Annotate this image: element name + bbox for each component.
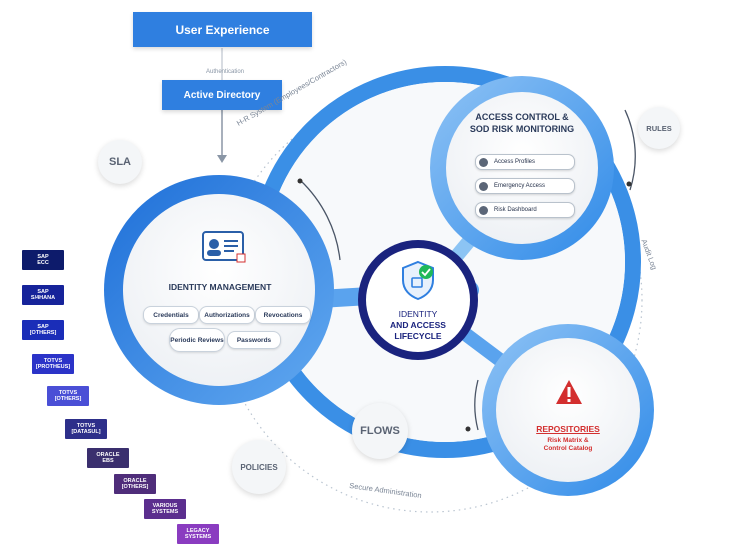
active-directory-box: Active Directory (162, 80, 282, 110)
repositories-inner (496, 338, 640, 482)
emergency-access-label: Emergency Access (494, 183, 546, 189)
emergency-icon (479, 181, 488, 191)
access-profiles-item: Access Profiles (475, 154, 575, 170)
profile-icon (479, 157, 488, 167)
system-tag-line1: TOTVS (43, 358, 63, 364)
periodic-reviews-pill: Periodic Reviews (169, 328, 225, 352)
emergency-access-item: Emergency Access (475, 178, 575, 194)
sla-label: SLA (109, 156, 131, 168)
identity-mgmt-title: IDENTITY MANAGEMENT (168, 282, 272, 292)
repositories-sub1: Risk Matrix & (547, 437, 589, 444)
dashboard-icon (479, 205, 488, 215)
system-tag-line2: S/4HANA (30, 295, 56, 301)
revocations-pill: Revocations (255, 306, 311, 324)
system-tag-line1: ORACLE (96, 452, 120, 458)
rules-label: RULES (646, 123, 672, 133)
user-experience-box: User Experience (133, 12, 312, 47)
system-tag-line2: [DATASUL] (71, 429, 101, 435)
center-line1: IDENTITY (398, 309, 438, 319)
system-tag: SAP[OTHERS] (22, 320, 64, 340)
access-profiles-label: Access Profiles (494, 159, 536, 165)
center-line2: AND ACCESS (390, 320, 446, 330)
system-tag-line1: TOTVS (76, 423, 96, 429)
system-tag-line1: LEGACY (186, 528, 210, 534)
sla-circle: SLA (98, 140, 142, 184)
system-tag-line2: [OTHERS] (54, 396, 82, 402)
system-tag-line1: TOTVS (58, 390, 78, 396)
shield-check-icon (402, 260, 434, 301)
credentials-pill: Credentials (143, 306, 199, 324)
system-tag: ORACLE[OTHERS] (114, 474, 156, 494)
access-control-title-line1: ACCESS CONTROL & (475, 112, 569, 122)
center-line3: LIFECYCLE (394, 331, 442, 341)
policies-circle: POLICIES (232, 440, 286, 494)
flows-label: FLOWS (360, 425, 400, 437)
system-tag-line1: ORACLE (123, 478, 147, 484)
warning-icon (556, 380, 582, 404)
system-tag-line2: SYSTEMS (151, 509, 179, 515)
system-tag-line2: [OTHERS] (29, 330, 57, 336)
authentication-label: Authentication (205, 69, 245, 75)
access-control-title: ACCESS CONTROL & SOD RISK MONITORING (460, 111, 584, 135)
repositories-sub: Risk Matrix & Control Catalog (518, 437, 618, 453)
flows-circle: FLOWS (352, 403, 408, 459)
system-tag-line2: [OTHERS] (121, 484, 149, 490)
active-directory-label: Active Directory (183, 89, 261, 101)
repositories-sub2: Control Catalog (543, 445, 593, 452)
system-tag: TOTVS[OTHERS] (47, 386, 89, 406)
system-tag-line2: ECC (37, 260, 49, 266)
risk-dashboard-item: Risk Dashboard (475, 202, 575, 218)
repositories-title: REPOSITORIES (536, 424, 600, 434)
system-tag-line1: VARIOUS (152, 503, 178, 509)
id-card-icon (202, 231, 246, 263)
rules-circle: RULES (638, 107, 680, 149)
system-tag-line2: EBS (102, 458, 114, 464)
system-tag: TOTVS[DATASUL] (65, 419, 107, 439)
policies-label: POLICIES (240, 462, 278, 472)
system-tag-line2: [PROTHEUS] (35, 364, 71, 370)
access-control-title-line2: SOD RISK MONITORING (469, 124, 575, 134)
user-experience-label: User Experience (175, 22, 270, 37)
authorizations-pill: Authorizations (199, 306, 255, 324)
system-tag-line1: SAP (37, 324, 49, 330)
risk-dashboard-label: Risk Dashboard (494, 207, 537, 213)
system-tag-line1: SAP (37, 289, 49, 295)
system-tag-line1: SAP (37, 254, 49, 260)
passwords-pill: Passwords (227, 331, 281, 349)
system-tag: TOTVS[PROTHEUS] (32, 354, 74, 374)
system-tag-line2: SYSTEMS (184, 534, 212, 540)
center-title: IDENTITY AND ACCESS LIFECYCLE (368, 309, 468, 342)
